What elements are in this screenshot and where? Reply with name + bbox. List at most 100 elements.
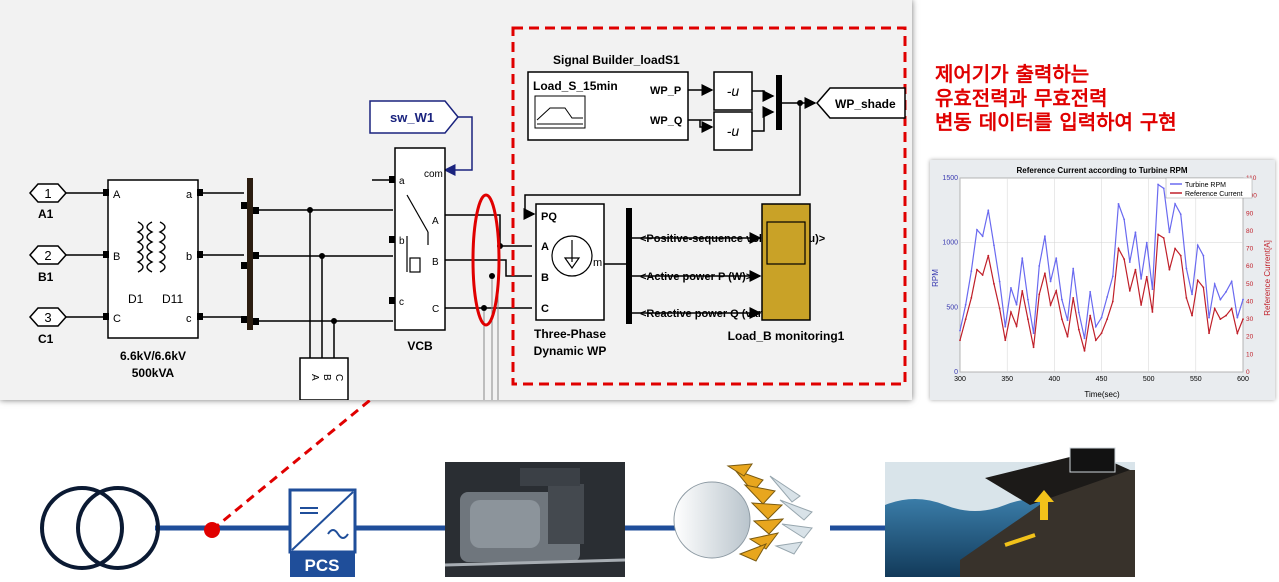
annotation-note: 제어기가 출력하는 유효전력과 무효전력 변동 데이터를 입력하여 구현 bbox=[935, 62, 1275, 134]
gain-label: -u bbox=[727, 83, 740, 99]
load-port-label: A bbox=[541, 241, 549, 253]
data-point bbox=[1179, 254, 1182, 257]
input-port-b1[interactable]: 2 B1 bbox=[28, 245, 68, 284]
data-point bbox=[1242, 298, 1244, 301]
data-point bbox=[1157, 233, 1159, 236]
data-point bbox=[976, 228, 978, 231]
data-point bbox=[1100, 332, 1103, 335]
data-point bbox=[1060, 298, 1063, 301]
data-point bbox=[1049, 304, 1052, 306]
chart-legend: Turbine RPM Reference Current bbox=[1165, 177, 1253, 199]
highlight-ellipse bbox=[471, 193, 501, 327]
data-point bbox=[1021, 257, 1024, 260]
data-point bbox=[1140, 304, 1143, 306]
data-point bbox=[1196, 244, 1199, 247]
data-point bbox=[1162, 187, 1165, 190]
connection-point bbox=[204, 522, 220, 538]
port-number: 2 bbox=[44, 248, 51, 263]
signal-builder-block[interactable]: Signal Builder_loadS1 Load_S_15min WP_P … bbox=[527, 53, 689, 141]
data-point bbox=[1077, 311, 1080, 314]
data-point bbox=[1010, 311, 1012, 313]
chart-xlabel: Time(sec) bbox=[1084, 390, 1120, 399]
data-point bbox=[1185, 297, 1188, 299]
data-point bbox=[1032, 332, 1035, 335]
input-port-c1[interactable]: 3 C1 bbox=[28, 307, 68, 346]
voltage-meter-block[interactable]: A B C bbox=[299, 357, 349, 401]
turbine-image bbox=[673, 463, 813, 562]
y2-tick-label: 90 bbox=[1246, 210, 1254, 217]
data-point bbox=[1219, 318, 1222, 320]
signal-out-label: WP_Q bbox=[650, 115, 683, 127]
scope-block[interactable]: Load_B monitoring1 bbox=[728, 203, 845, 343]
system-diagram: PCS bbox=[0, 316, 1279, 577]
data-point bbox=[1225, 290, 1227, 293]
data-point bbox=[1213, 283, 1216, 285]
bus-signal-label: <Active power P (W)> bbox=[640, 271, 752, 283]
data-point bbox=[1066, 335, 1069, 338]
y-tick-label: 500 bbox=[946, 304, 958, 311]
goto-wp-shade[interactable]: WP_shade bbox=[816, 87, 906, 119]
y2-tick-label: 20 bbox=[1246, 334, 1254, 341]
data-point bbox=[1083, 349, 1086, 352]
data-point bbox=[1202, 286, 1205, 289]
data-point bbox=[1219, 298, 1222, 301]
data-point bbox=[1213, 307, 1216, 310]
data-point bbox=[959, 339, 961, 342]
data-point bbox=[1196, 279, 1199, 282]
transformer-block[interactable]: A B C a b c D1 D11 6.6kV/6.6kV 500kVA bbox=[103, 179, 203, 380]
gain-block-q[interactable]: -u bbox=[713, 111, 753, 151]
data-point bbox=[1191, 293, 1193, 296]
winding-label: D11 bbox=[162, 292, 183, 306]
wave-energy-device-image bbox=[885, 447, 1135, 577]
data-point bbox=[1004, 325, 1007, 328]
data-point bbox=[1151, 288, 1154, 291]
load-name: Dynamic WP bbox=[534, 344, 607, 358]
gain-block-p[interactable]: -u bbox=[713, 71, 753, 111]
simulink-diagram: 1 A1 2 B1 3 C1 A B C a b c bbox=[0, 0, 912, 401]
data-point bbox=[1089, 290, 1092, 293]
load-port-label: PQ bbox=[541, 211, 557, 223]
highlight-region bbox=[511, 26, 907, 386]
legend-entry: Reference Current bbox=[1185, 191, 1243, 198]
data-point bbox=[1027, 298, 1029, 301]
meter-label: C bbox=[333, 374, 344, 381]
port-label: C1 bbox=[38, 332, 54, 346]
data-point bbox=[1145, 241, 1148, 244]
data-point bbox=[1230, 280, 1233, 283]
legend-entry: Turbine RPM bbox=[1185, 182, 1226, 189]
data-point bbox=[998, 307, 1001, 310]
transformer-port-label: C bbox=[113, 313, 121, 325]
data-point bbox=[959, 329, 961, 332]
system-canvas: PCS bbox=[40, 316, 1135, 577]
switch-port-label: A bbox=[432, 216, 439, 227]
data-point bbox=[1162, 237, 1165, 239]
data-point bbox=[1044, 235, 1046, 238]
data-point bbox=[1089, 314, 1092, 317]
data-point bbox=[1038, 293, 1041, 296]
pcs-icon: PCS bbox=[288, 488, 357, 577]
port-number: 3 bbox=[44, 310, 51, 325]
data-point bbox=[993, 282, 995, 285]
data-point bbox=[1174, 202, 1176, 205]
data-point bbox=[1134, 268, 1137, 271]
data-point bbox=[981, 274, 984, 276]
switch-port-label: C bbox=[432, 304, 439, 315]
y2-tick-label: 80 bbox=[1246, 228, 1254, 235]
coil-icon bbox=[136, 221, 166, 273]
data-point bbox=[970, 270, 973, 273]
signal-out-label: WP_P bbox=[650, 85, 681, 97]
goto-sw-w1[interactable]: sw_W1 bbox=[369, 100, 459, 134]
load-port-label: B bbox=[541, 272, 549, 284]
load-symbol-icon bbox=[551, 235, 593, 277]
data-point bbox=[1038, 265, 1041, 267]
vcb-switch-block[interactable]: a b c com A B C VCB bbox=[389, 147, 446, 353]
input-port-a1[interactable]: 1 A1 bbox=[28, 183, 68, 221]
transformer-port-label: A bbox=[113, 189, 121, 201]
data-point bbox=[1083, 337, 1086, 340]
data-point bbox=[1145, 275, 1148, 278]
load-port-label: C bbox=[541, 303, 549, 315]
data-point bbox=[1010, 287, 1012, 289]
data-point bbox=[1072, 297, 1075, 299]
bus-bar bbox=[247, 178, 253, 330]
dynamic-load-block[interactable]: PQ A B C m Three-Phase Dynamic WP bbox=[534, 203, 607, 358]
